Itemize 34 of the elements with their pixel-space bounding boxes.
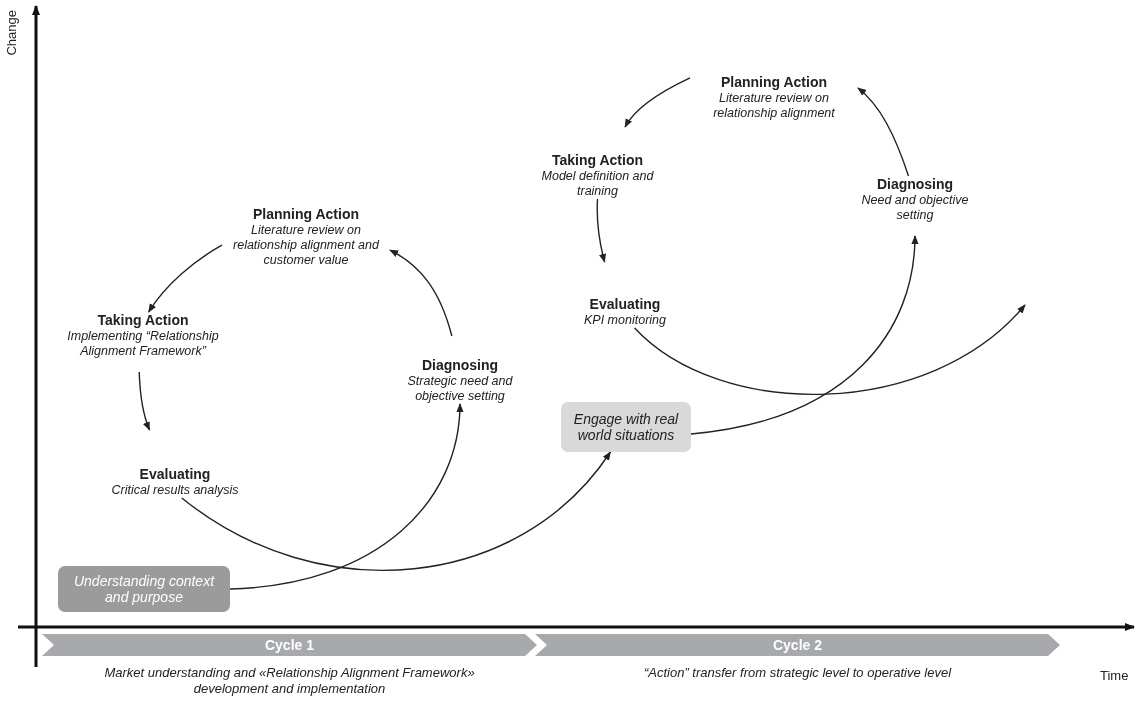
stage-description: Strategic need and objective setting (406, 374, 514, 404)
stage-heading: Evaluating (139, 466, 211, 483)
cycle-label: Cycle 2 (772, 636, 822, 654)
process-box: Engage with real world situations (561, 402, 691, 452)
stage-description: Need and objective setting (860, 193, 970, 223)
arrow (857, 87, 910, 177)
arrow (138, 371, 151, 431)
arrow (229, 403, 464, 590)
arrow (633, 304, 1026, 395)
stage-heading: Evaluating (589, 296, 661, 313)
stage-heading: Diagnosing (876, 176, 954, 193)
stage-description: Model definition and training (540, 169, 655, 199)
arrow (181, 451, 612, 571)
axis-label: Time (1100, 668, 1129, 683)
axis-label: Change (4, 10, 19, 56)
cycle-description: Market understanding and «Relationship Alignment Framework» development and implementation (103, 665, 476, 697)
arrow (690, 235, 919, 435)
stage-heading: Taking Action (97, 312, 189, 329)
stage-heading: Planning Action (252, 206, 359, 223)
arrow (148, 244, 223, 313)
cycle-label: Cycle 1 (264, 636, 314, 654)
cycle-description: “Action” transfer from strategic level to operative level (642, 665, 953, 681)
stage-heading: Diagnosing (421, 357, 499, 374)
stage-description: KPI monitoring (584, 313, 666, 328)
arrow (596, 198, 606, 263)
stage-description: Implementing “Relationship Alignment Framework” (66, 329, 220, 359)
arrow (389, 249, 453, 337)
process-box: Understanding context and purpose (58, 566, 230, 612)
stage-description: Literature review on relationship alignment and customer value (232, 223, 381, 268)
stage-heading: Taking Action (552, 152, 643, 169)
stage-description: Literature review on relationship alignment (712, 91, 836, 121)
stage-heading: Planning Action (720, 74, 827, 91)
arrow (624, 77, 691, 128)
stage-description: Critical results analysis (111, 483, 239, 498)
